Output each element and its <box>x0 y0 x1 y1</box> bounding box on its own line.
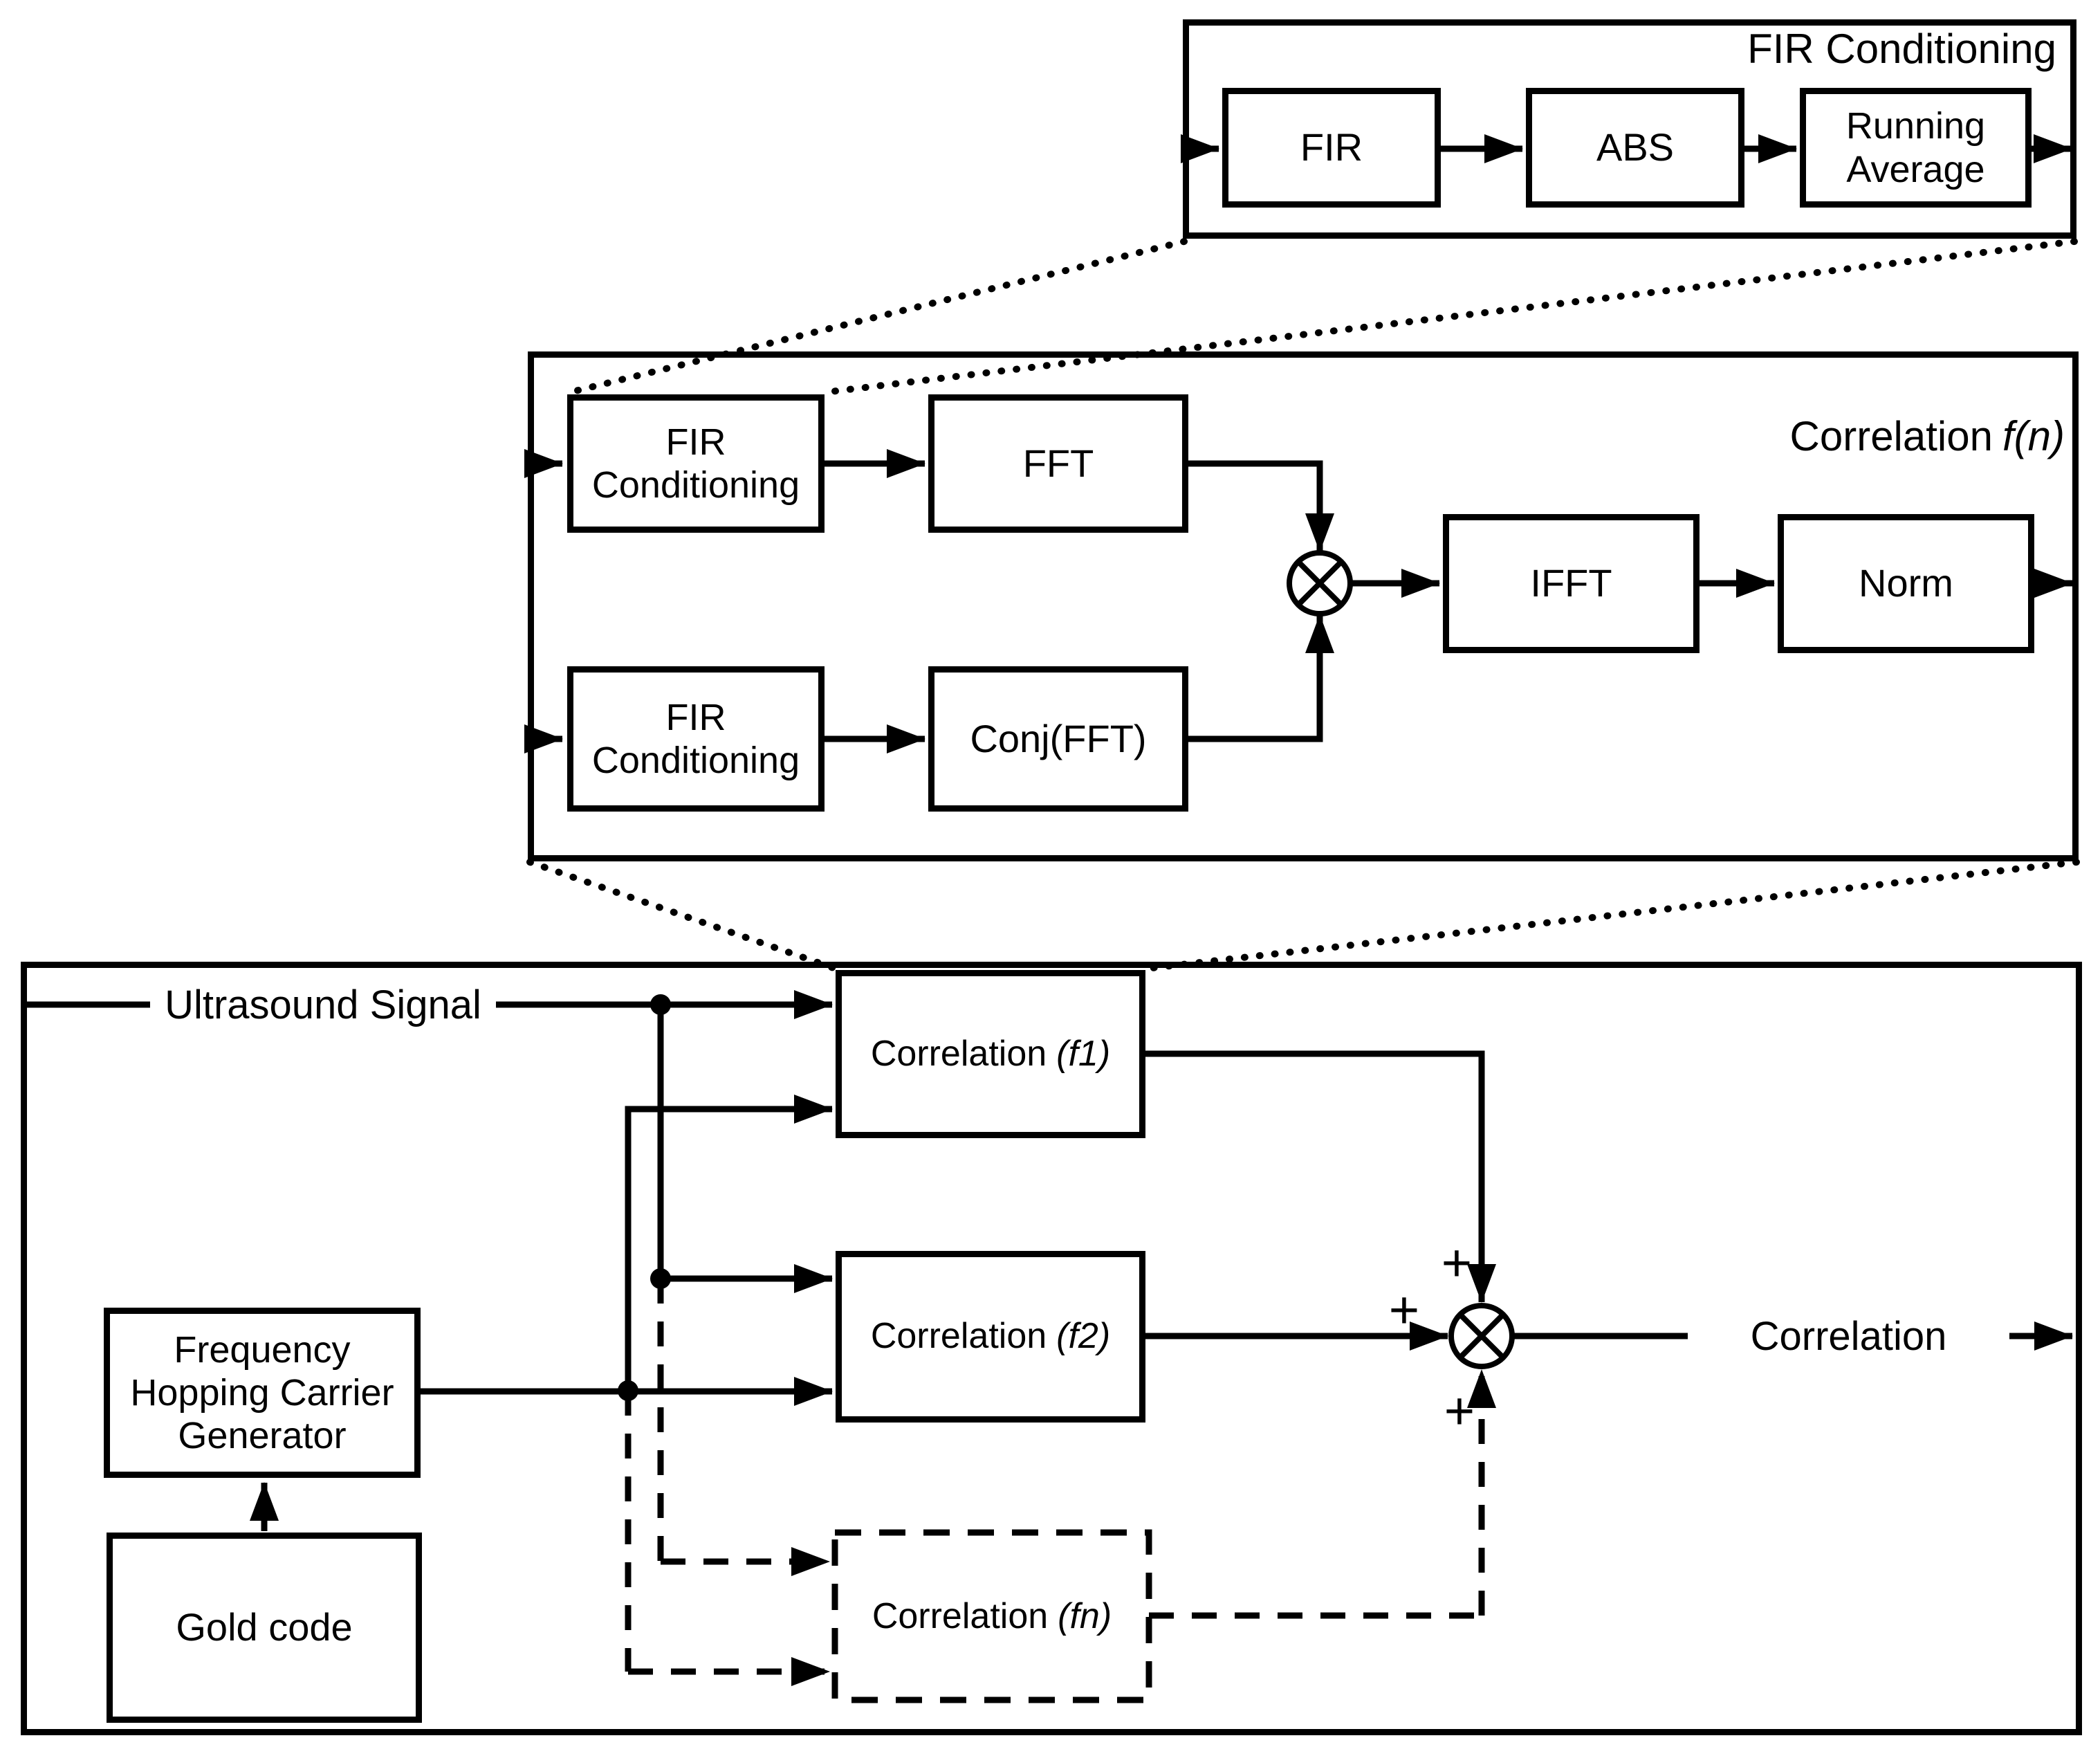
abs-block-label: ABS <box>1596 125 1675 170</box>
wire-f1-to-sum <box>1145 1050 1496 1303</box>
fir-conditioning-2-line2: Conditioning <box>591 740 800 781</box>
fir-block-label: FIR <box>1300 125 1363 170</box>
gold-code-label: Gold code <box>176 1605 353 1649</box>
correlation-f1-italic: (f1) <box>1056 1033 1111 1074</box>
gold-code-block: Gold code <box>107 1533 422 1723</box>
ifft-block: IFFT <box>1443 514 1700 653</box>
fft-block: FFT <box>928 394 1188 533</box>
fir-block: FIR <box>1222 88 1441 208</box>
junction-dot-ultrasound <box>650 994 671 1015</box>
fhcg-line1: Frequency <box>174 1328 351 1371</box>
correlation-fn-italic: (fn) <box>1058 1596 1112 1636</box>
multiplier-node <box>1287 550 1353 616</box>
running-average-line2: Average <box>1846 148 1985 190</box>
fft-block-label: FFT <box>1022 441 1094 485</box>
ifft-block-label: IFFT <box>1530 561 1612 605</box>
norm-block-label: Norm <box>1859 561 1953 605</box>
running-average-block: Running Average <box>1800 88 2032 208</box>
main-system-frame <box>21 962 2082 1735</box>
fhcg-line3: Generator <box>178 1415 347 1457</box>
correlation-f1-block: Correlation(f1) <box>836 970 1145 1138</box>
plus-sign-fn: + <box>1444 1381 1475 1441</box>
fir-conditioning-detail-frame <box>1183 19 2076 239</box>
plus-sign-f2: + <box>1388 1280 1420 1339</box>
fir-conditioning-detail-title: FIR Conditioning <box>1747 26 2056 72</box>
wire-carrier-to-f1 <box>625 1095 833 1391</box>
junction-dot-carrier <box>618 1380 638 1401</box>
detail-connector-top-right <box>822 238 2078 396</box>
fir-conditioning-2-line1: FIR <box>665 696 726 738</box>
correlation-f1-text: Correlation <box>870 1033 1047 1074</box>
adder-node <box>1448 1303 1515 1369</box>
arrow-fft-to-mult <box>1188 460 1334 552</box>
plus-sign-f1: + <box>1441 1233 1473 1292</box>
correlation-output-label: Correlation <box>1688 1312 2009 1360</box>
correlation-f2-text: Correlation <box>870 1316 1047 1357</box>
ultrasound-signal-label: Ultrasound Signal <box>150 980 496 1029</box>
correlation-fn-block: Correlation(fn) <box>835 1533 1149 1700</box>
fhcg-line2: Hopping Carrier <box>130 1371 394 1414</box>
junction-dot-ultrasound-f2 <box>650 1268 671 1289</box>
arrow-conj-to-mult <box>1188 614 1334 742</box>
fir-conditioning-1-line2: Conditioning <box>591 464 800 506</box>
fir-conditioning-1-line1: FIR <box>665 421 726 463</box>
running-average-line1: Running <box>1845 105 1986 147</box>
abs-block: ABS <box>1526 88 1744 208</box>
fir-conditioning-block-2: FIR Conditioning <box>567 666 825 812</box>
conj-fft-block: Conj(FFT) <box>928 666 1188 812</box>
correlation-fn-detail-frame <box>528 351 2079 861</box>
correlation-f2-italic: (f2) <box>1056 1316 1111 1357</box>
detail-connector-mid-right <box>1143 859 2080 972</box>
correlation-fn-box-outline <box>831 1529 1152 1703</box>
correlation-fn-title-text: Correlation <box>1789 413 1993 459</box>
correlation-f2-block: Correlation(f2) <box>836 1251 1145 1423</box>
conj-fft-block-label: Conj(FFT) <box>970 716 1147 760</box>
detail-connector-mid-left <box>526 859 837 971</box>
correlation-fn-title-italic: f(n) <box>2002 413 2065 459</box>
fir-conditioning-block-1: FIR Conditioning <box>567 394 825 533</box>
frequency-hopping-carrier-generator-block: Frequency Hopping Carrier Generator <box>104 1308 421 1478</box>
norm-block: Norm <box>1778 514 2034 653</box>
correlation-fn-text: Correlation <box>872 1596 1049 1636</box>
detail-connector-top-left <box>567 238 1188 396</box>
